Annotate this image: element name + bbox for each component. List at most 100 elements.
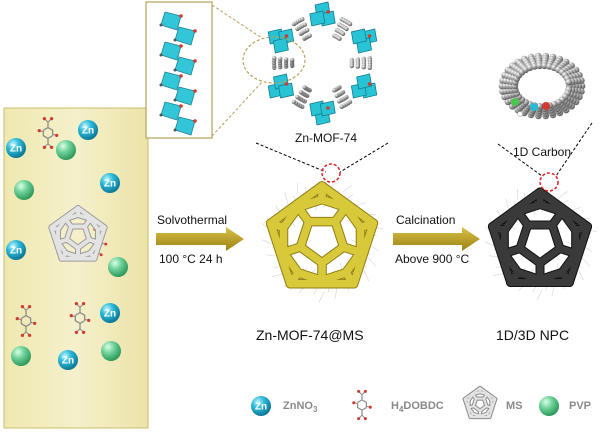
linker-atom <box>272 56 276 60</box>
zn-atom <box>160 24 163 27</box>
zn-ball-icon: Zn <box>6 138 26 158</box>
pvp-ball-icon <box>539 396 559 416</box>
pvp-ball-icon <box>14 180 34 200</box>
zn-ball-icon: Zn <box>251 396 271 416</box>
mof-highlight-circle <box>322 164 340 182</box>
zn-ball-icon: Zn <box>100 173 120 193</box>
product-npc-label: 1D/3D NPC <box>496 327 569 343</box>
carbon-atom <box>565 79 572 86</box>
oxygen-atom <box>179 44 183 48</box>
h4dobdc-molecule-icon <box>352 390 372 420</box>
zn-ball-icon: Zn <box>58 350 78 370</box>
linker-atom <box>300 17 304 21</box>
linker-atom <box>337 99 341 103</box>
zn-symbol: Zn <box>104 179 116 190</box>
zn-atom <box>174 39 177 42</box>
product-mof-label: Zn-MOF-74@MS <box>256 327 364 343</box>
linker-atom <box>368 66 372 70</box>
ms-cage-icon <box>465 388 495 417</box>
calcination-arrow <box>393 227 480 251</box>
oxygen-atom <box>179 14 183 18</box>
linker-atom <box>350 64 354 68</box>
dopant-atom <box>530 103 538 111</box>
oxygen-atom <box>285 82 289 86</box>
calcination-conditions: Above 900 °C <box>395 252 469 266</box>
oxygen-atom <box>193 29 197 33</box>
linker-atom <box>362 65 366 69</box>
zn-symbol: Zn <box>82 126 94 137</box>
carbon-inset-label: 1D Carbon <box>513 145 571 159</box>
solvothermal-label: Solvothermal <box>157 213 227 227</box>
linker-atom <box>340 105 344 109</box>
oxygen-atom <box>179 104 183 108</box>
legend-znno3: ZnNO3 <box>283 400 317 414</box>
zn-symbol: Zn <box>62 356 74 367</box>
linker-atom <box>335 94 339 98</box>
solvothermal-arrow <box>156 227 244 251</box>
dopant-atom <box>542 102 550 110</box>
zn-symbol: Zn <box>104 309 116 320</box>
oxygen-atom <box>179 74 183 78</box>
legend-ms: MS <box>506 400 523 412</box>
mof-pointer-left <box>256 143 326 172</box>
oxygen-atom <box>368 82 372 86</box>
polyhedron <box>351 29 366 44</box>
zn-symbol: Zn <box>10 246 22 257</box>
pvp-ball-icon <box>108 257 128 277</box>
oxygen-atom <box>285 34 289 38</box>
linker-atom <box>299 90 303 94</box>
legend-h4dobdc: H4DOBDC <box>391 400 444 414</box>
linker-atom <box>356 64 360 68</box>
polyhedron <box>273 38 288 53</box>
linker-atom <box>302 85 306 89</box>
npc-carbon-cage <box>484 188 596 300</box>
linker-atom <box>305 28 309 32</box>
oxygen-atom <box>193 89 197 93</box>
zn-atom <box>174 99 177 102</box>
1d-carbon-nanotube <box>499 53 586 120</box>
calcination-label: Calcination <box>396 213 455 227</box>
zoom-line-top <box>212 5 262 38</box>
linker-atom <box>295 95 299 99</box>
dopant-atom <box>511 98 519 106</box>
oxygen-atom <box>326 10 330 14</box>
hydrogen-atom <box>518 112 523 117</box>
zn-atom <box>160 54 163 57</box>
linker-atom <box>278 57 282 61</box>
pvp-ball-icon <box>56 140 76 160</box>
mof-pointer-right <box>340 143 388 172</box>
polyhedron <box>357 74 372 89</box>
polyhedron <box>310 11 325 26</box>
linker-atom <box>344 27 348 31</box>
zn-atom <box>160 84 163 87</box>
zn-symbol: Zn <box>10 144 22 155</box>
linker-atom <box>303 23 307 27</box>
pvp-ball-icon <box>101 341 121 361</box>
oxygen-atom <box>193 119 197 123</box>
mof-inset-label: Zn-MOF-74 <box>295 131 357 145</box>
zn-ball-icon: Zn <box>100 303 120 323</box>
zn-atom <box>174 69 177 72</box>
oxygen-atom <box>326 106 330 110</box>
solvothermal-conditions: 100 °C 24 h <box>159 252 223 266</box>
zn-atom <box>160 114 163 117</box>
linker-atom <box>284 57 288 61</box>
zn-mof-74-ms-cage <box>262 182 383 302</box>
legend-pvp: PVP <box>569 400 591 412</box>
linker-atom <box>337 36 341 40</box>
zoom-line-bottom <box>212 82 262 136</box>
linker-atom <box>307 33 311 37</box>
zn-atom <box>174 129 177 132</box>
oxygen-atom <box>368 34 372 38</box>
zn-ball-icon: Zn <box>78 120 98 140</box>
mof-74-pore-structure <box>268 2 377 125</box>
pvp-ball-icon <box>11 346 31 366</box>
linker-atom <box>332 88 336 92</box>
linker-atom <box>290 58 294 62</box>
linker-atom <box>348 22 352 26</box>
linker-atom <box>341 32 345 36</box>
zn-ball-icon: Zn <box>6 240 26 260</box>
linker-atom <box>292 100 296 104</box>
